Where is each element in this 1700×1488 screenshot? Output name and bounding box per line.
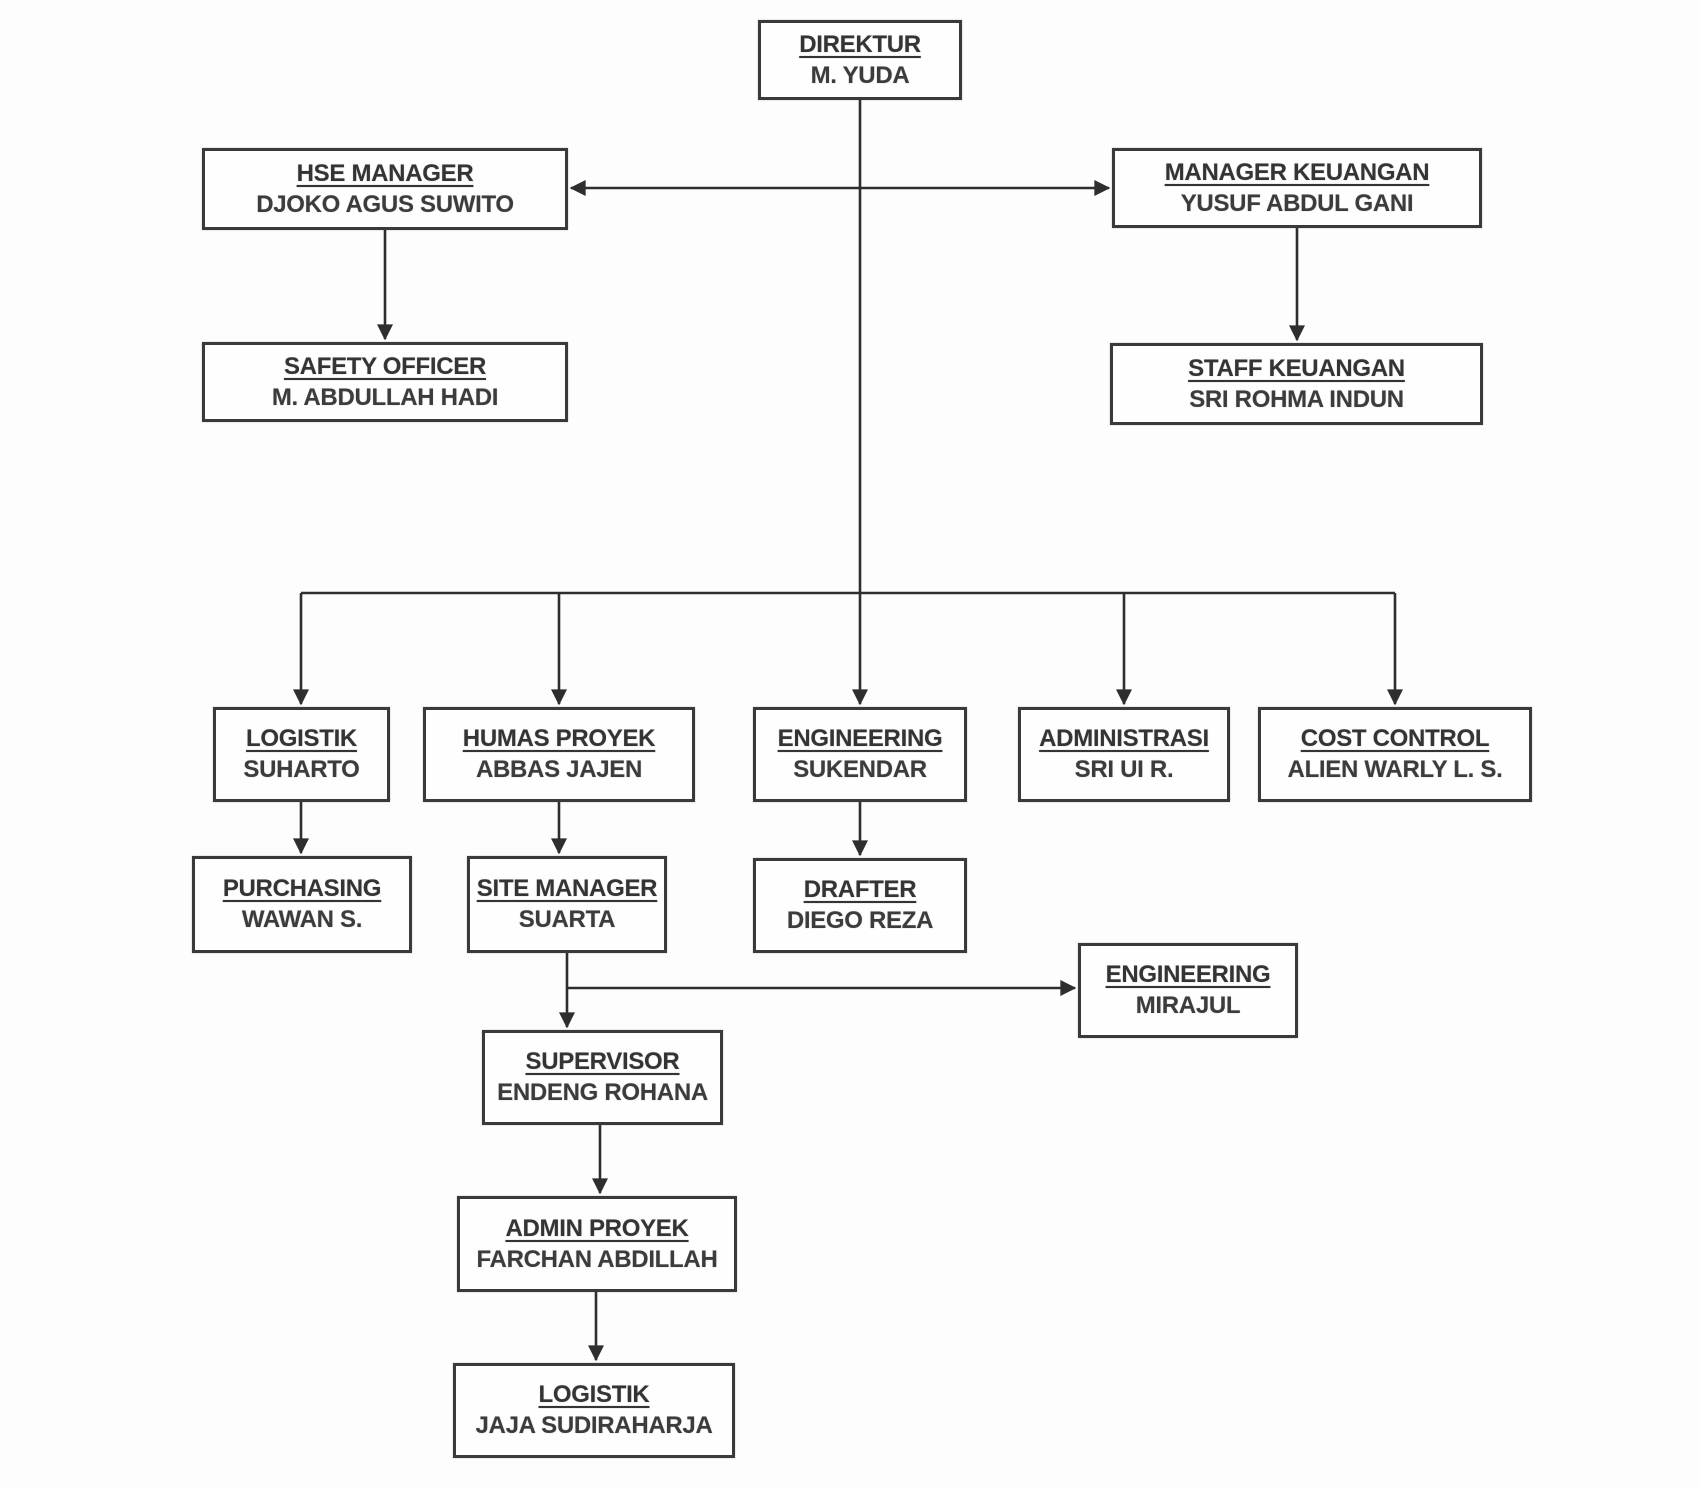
node-drafter: DRAFTER DIEGO REZA <box>753 858 967 953</box>
node-title: PURCHASING <box>222 875 382 902</box>
node-person: JAJA SUDIRAHARJA <box>475 1412 713 1439</box>
node-title: SUPERVISOR <box>525 1048 680 1075</box>
node-title: ADMINISTRASI <box>1039 725 1209 752</box>
node-supervisor: SUPERVISOR ENDENG ROHANA <box>482 1030 723 1125</box>
node-title: STAFF KEUANGAN <box>1188 354 1405 382</box>
node-title: ENGINEERING <box>777 725 943 752</box>
node-humas-proyek: HUMAS PROYEK ABBAS JAJEN <box>423 707 695 802</box>
node-hse-manager: HSE MANAGER DJOKO AGUS SUWITO <box>202 148 568 230</box>
node-person: SUKENDAR <box>793 756 927 783</box>
node-person: M. YUDA <box>810 61 910 89</box>
node-direktur: DIREKTUR M. YUDA <box>758 20 962 100</box>
node-logistik: LOGISTIK SUHARTO <box>213 707 390 802</box>
connectors <box>293 100 1403 1362</box>
node-title: SAFETY OFFICER <box>283 352 487 380</box>
node-person: YUSUF ABDUL GANI <box>1180 189 1414 217</box>
node-title: LOGISTIK <box>246 725 357 752</box>
node-person: SRI ROHMA INDUN <box>1189 385 1404 413</box>
node-cost-control: COST CONTROL ALIEN WARLY L. S. <box>1258 707 1532 802</box>
node-title: DIREKTUR <box>799 30 921 58</box>
node-person: DJOKO AGUS SUWITO <box>256 190 514 218</box>
node-person: SUHARTO <box>243 756 360 783</box>
node-manager-keuangan: MANAGER KEUANGAN YUSUF ABDUL GANI <box>1112 148 1482 228</box>
node-staff-keuangan: STAFF KEUANGAN SRI ROHMA INDUN <box>1110 343 1483 425</box>
node-admin-proyek: ADMIN PROYEK FARCHAN ABDILLAH <box>457 1196 737 1292</box>
node-person: SUARTA <box>518 906 616 933</box>
node-title: HUMAS PROYEK <box>462 725 656 752</box>
node-person: ENDENG ROHANA <box>497 1079 708 1106</box>
node-site-manager: SITE MANAGER SUARTA <box>467 856 667 953</box>
node-person: FARCHAN ABDILLAH <box>476 1245 718 1273</box>
node-title: SITE MANAGER <box>476 875 658 902</box>
node-purchasing: PURCHASING WAWAN S. <box>192 856 412 953</box>
node-title: HSE MANAGER <box>296 159 474 187</box>
node-person: DIEGO REZA <box>786 907 934 934</box>
node-title: DRAFTER <box>803 876 917 903</box>
node-title: LOGISTIK <box>538 1381 650 1408</box>
node-title: ENGINEERING <box>1105 961 1271 988</box>
node-engineering: ENGINEERING SUKENDAR <box>753 707 967 802</box>
node-person: WAWAN S. <box>241 906 363 933</box>
node-safety-officer: SAFETY OFFICER M. ABDULLAH HADI <box>202 342 568 422</box>
node-person: SRI UI R. <box>1074 756 1174 783</box>
node-engineering-mirajul: ENGINEERING MIRAJUL <box>1078 943 1298 1038</box>
node-title: MANAGER KEUANGAN <box>1164 158 1430 186</box>
node-title: COST CONTROL <box>1300 725 1490 752</box>
node-person: ALIEN WARLY L. S. <box>1287 756 1503 783</box>
node-title: ADMIN PROYEK <box>505 1214 689 1242</box>
node-administrasi: ADMINISTRASI SRI UI R. <box>1018 707 1230 802</box>
node-logistik-site: LOGISTIK JAJA SUDIRAHARJA <box>453 1363 735 1458</box>
node-person: MIRAJUL <box>1135 992 1241 1019</box>
node-person: ABBAS JAJEN <box>475 756 643 783</box>
node-person: M. ABDULLAH HADI <box>271 383 499 411</box>
